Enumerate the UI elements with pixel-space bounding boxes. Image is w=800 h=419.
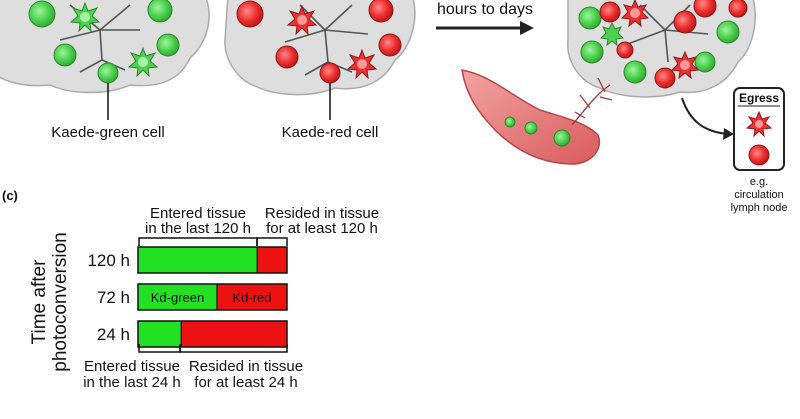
red-cell bbox=[275, 45, 299, 69]
egress-caption-line-2: circulation bbox=[734, 189, 784, 201]
bottom-bracket-right: Resided in tissue for at least 24 h bbox=[179, 344, 303, 391]
bottom-bracket-left: Entered tissue in the last 24 h bbox=[83, 344, 181, 391]
bar-green-segment bbox=[138, 247, 258, 273]
tissue-blob-left bbox=[0, 0, 210, 94]
green-dendritic-cell bbox=[69, 1, 101, 33]
top-bracket-right: Resided in tissue for at least 120 h bbox=[256, 205, 379, 246]
bar-green-segment bbox=[138, 321, 182, 347]
bottom-bracket-left-line-2: in the last 24 h bbox=[83, 374, 181, 391]
y-axis-title-line-1: Time after bbox=[29, 259, 50, 344]
egress-caption-line-1: e.g. bbox=[750, 176, 768, 188]
red-cell bbox=[599, 1, 621, 23]
top-bracket-left: Entered tissue in the last 120 h bbox=[138, 205, 258, 246]
bar-green-segment bbox=[138, 284, 217, 310]
bar-outline bbox=[137, 283, 288, 311]
egress-title: Egress bbox=[739, 91, 779, 105]
y-axis-title-line-2: photoconversion bbox=[50, 232, 71, 371]
red-cell bbox=[319, 62, 341, 84]
tissue-green-cells: Kaede-green cell bbox=[0, 0, 210, 141]
bar-red-text: Kd-red bbox=[232, 290, 271, 305]
red-dendritic-cell bbox=[346, 48, 378, 80]
red-cell bbox=[378, 33, 402, 57]
egress-red-dendritic-cell bbox=[745, 110, 773, 138]
bar-outline bbox=[137, 246, 288, 274]
bar-green-text: Kd-green bbox=[151, 290, 204, 305]
egress-caption-line-3: lymph node bbox=[731, 202, 788, 214]
tissue-red-cells: Kaede-red cell bbox=[224, 0, 416, 141]
vessel-green-cell bbox=[524, 121, 538, 135]
bar-chart: 120 h 72 h Kd-green Kd-red 24 h bbox=[87, 246, 288, 348]
green-cell bbox=[147, 0, 173, 23]
red-dendritic-cell bbox=[620, 0, 650, 28]
green-cell bbox=[694, 51, 716, 73]
bar-red-segment bbox=[257, 247, 287, 273]
green-cell bbox=[623, 60, 647, 84]
green-dendritic-cell bbox=[599, 21, 625, 47]
panel-c: (c) Time after photoconversion Entered t… bbox=[2, 188, 379, 391]
bottom-bracket-left-line-1: Entered tissue bbox=[84, 358, 180, 375]
red-cell bbox=[236, 0, 264, 28]
egress-arrowhead bbox=[723, 128, 734, 140]
egress-red-cell bbox=[748, 144, 770, 166]
red-dendritic-cell bbox=[286, 4, 318, 36]
green-cell bbox=[716, 20, 740, 44]
bar-red-segment bbox=[181, 321, 287, 347]
green-cell bbox=[156, 33, 180, 57]
bar-red-segment bbox=[216, 284, 287, 310]
green-dendritic-cell bbox=[127, 46, 159, 78]
green-cell bbox=[578, 6, 602, 30]
bar-row-label: 72 h bbox=[97, 288, 130, 307]
bar-row-label: 120 h bbox=[87, 251, 130, 270]
red-cell bbox=[654, 67, 676, 89]
green-cell bbox=[97, 62, 119, 84]
red-cell bbox=[728, 0, 748, 18]
tissue-mixed-cells bbox=[461, 0, 756, 165]
green-cell-label: Kaede-green cell bbox=[51, 124, 164, 141]
top-bracket-right-line-1: Resided in tissue bbox=[265, 205, 379, 222]
egress-arrow bbox=[681, 97, 729, 135]
egress-panel: Egress e.g. circulation lymph node bbox=[681, 87, 788, 214]
top-bracket-right-line-2: for at least 120 h bbox=[266, 220, 378, 237]
green-cell bbox=[53, 43, 77, 67]
red-cell bbox=[673, 10, 697, 34]
bar-outline bbox=[137, 320, 288, 348]
bottom-bracket-right-line-1: Resided in tissue bbox=[189, 358, 303, 375]
red-cell-label: Kaede-red cell bbox=[282, 124, 379, 141]
red-dendritic-cell bbox=[670, 50, 700, 80]
vessel-green-cell bbox=[553, 129, 571, 147]
red-cell bbox=[693, 0, 717, 18]
bottom-bracket-right-line-2: for at least 24 h bbox=[194, 374, 297, 391]
vessel-green-cell bbox=[504, 116, 516, 128]
top-bracket-left-line-1: Entered tissue bbox=[150, 205, 246, 222]
panel-letter: (c) bbox=[2, 188, 18, 203]
time-arrow: hours to days bbox=[436, 1, 534, 35]
top-bracket-left-line-2: in the last 120 h bbox=[145, 220, 251, 237]
green-cell bbox=[28, 0, 56, 28]
green-cell bbox=[580, 40, 604, 64]
red-cell bbox=[368, 0, 394, 23]
red-cell bbox=[616, 41, 634, 59]
bar-row-label: 24 h bbox=[97, 325, 130, 344]
capillary-branches bbox=[571, 77, 613, 126]
time-label: hours to days bbox=[437, 1, 533, 18]
tissue-blob-right bbox=[567, 0, 756, 98]
